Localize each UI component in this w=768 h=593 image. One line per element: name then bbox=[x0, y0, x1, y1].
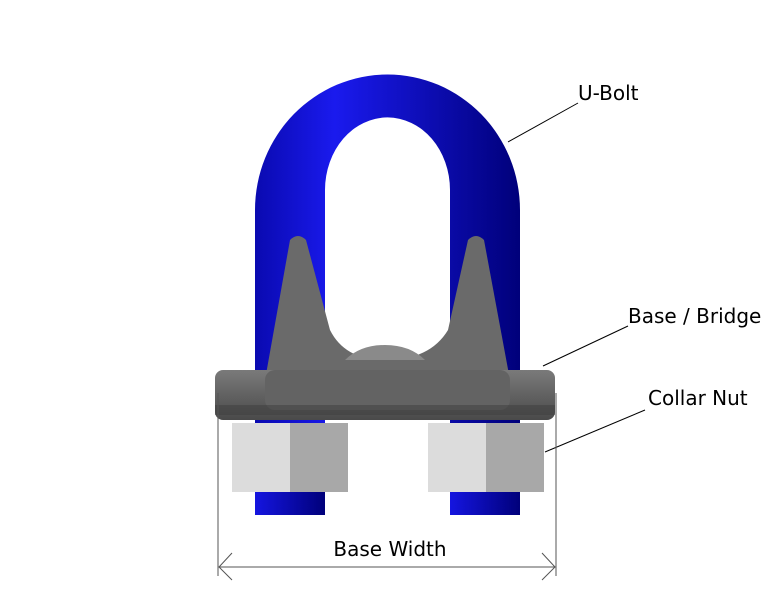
leader-base-bridge bbox=[542, 325, 629, 367]
label-collar-nut: Collar Nut bbox=[648, 386, 748, 410]
label-base-bridge: Base / Bridge bbox=[628, 304, 761, 328]
label-base-width: Base Width bbox=[333, 537, 446, 561]
label-u-bolt: U-Bolt bbox=[578, 81, 639, 105]
base-bridge bbox=[215, 236, 555, 420]
leader-u-bolt bbox=[507, 102, 579, 143]
collar-nut-left bbox=[232, 423, 348, 492]
leader-collar-nut bbox=[544, 409, 646, 453]
base-width-dimension bbox=[217, 393, 557, 581]
collar-nut-right bbox=[428, 423, 544, 492]
